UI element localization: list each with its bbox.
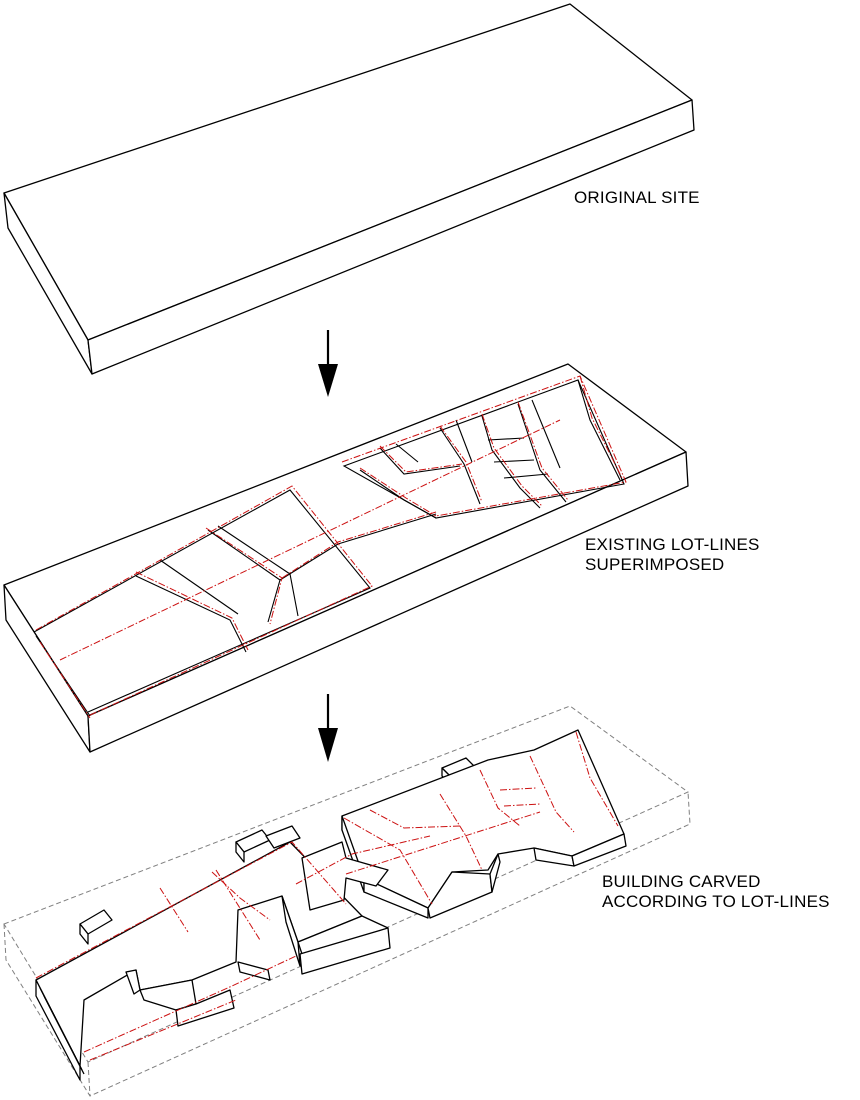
label-building-carved: BUILDING CARVED: [602, 872, 761, 891]
label-existing-lot-lines: EXISTING LOT-LINES: [585, 535, 760, 554]
lot-lines-slab: [3, 363, 689, 753]
down-arrow-1: [318, 330, 338, 397]
carved-building-right: [301, 729, 627, 919]
lot-lines-red: [35, 375, 627, 719]
carved-building-left: [35, 825, 391, 1081]
down-arrow-2: [318, 694, 338, 762]
label-according-to-lot-lines: ACCORDING TO LOT-LINES: [602, 892, 830, 911]
label-original-site: ORIGINAL SITE: [574, 188, 700, 207]
label-superimposed: SUPERIMPOSED: [585, 555, 725, 574]
carved-lot-lines-red: [35, 731, 619, 1061]
lot-lines-black: [33, 379, 625, 717]
original-site-slab: [3, 3, 695, 375]
